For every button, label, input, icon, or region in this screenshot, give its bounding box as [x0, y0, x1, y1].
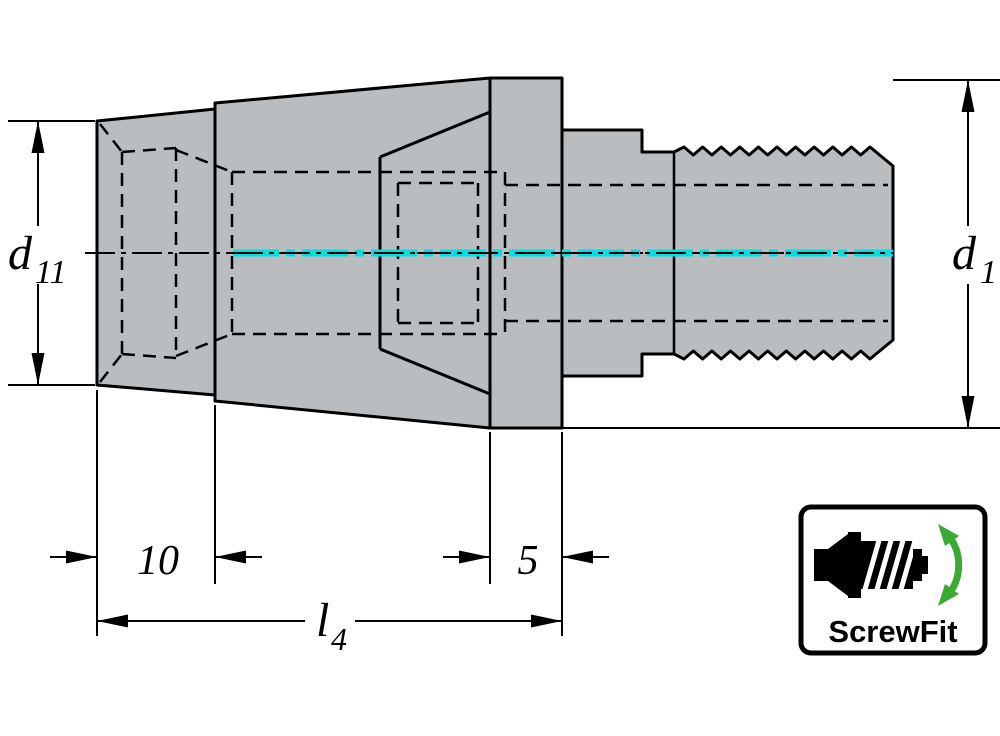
d11-arrow-down: [31, 353, 45, 385]
l4-arrow-left: [97, 614, 128, 628]
l4-label-subscript: 4: [331, 621, 347, 657]
icon-disk: [848, 532, 861, 598]
bore-corner-top: [99, 123, 123, 153]
l4-arrow-right: [531, 614, 562, 628]
dimension-d11: d 11: [8, 120, 95, 386]
dimension-d1: d 1: [562, 79, 1000, 429]
d1-arrow-down: [961, 396, 975, 428]
hidden-bore-lines: [99, 123, 888, 383]
bore-corner-bottom: [99, 353, 123, 383]
rotation-arrow-head-bottom: [938, 584, 959, 606]
icon-nose-tip: [922, 556, 928, 574]
icon-nose: [913, 549, 922, 581]
inner-cone-top: [379, 110, 491, 159]
bore-transition-bottom: [175, 332, 233, 358]
inner-cone-bottom: [379, 347, 491, 396]
d1-arrow-up: [961, 80, 975, 112]
dim10-arrow-left: [66, 550, 97, 564]
bore-taper-top: [121, 146, 177, 154]
icon-stub: [814, 549, 828, 581]
d11-label-symbol: d: [8, 227, 33, 280]
icon-thread-stripe: [886, 541, 906, 589]
badge-label: ScrewFit: [828, 614, 957, 649]
d1-label-symbol: d: [952, 227, 977, 280]
dim10-arrow-right: [215, 550, 246, 564]
icon-thread-stripe: [862, 541, 882, 589]
dim5-arrow-left: [459, 550, 490, 564]
dimension-l4: l 4: [97, 594, 562, 657]
bottom-extension-lines: [96, 390, 563, 636]
icon-cone: [828, 534, 848, 596]
d1-label-subscript: 1: [980, 254, 997, 291]
dim5-label: 5: [518, 538, 539, 584]
rotation-arrow-head-top: [938, 524, 959, 546]
dim5-arrow-right: [562, 550, 593, 564]
bore-transition-top: [175, 148, 233, 174]
dim10-label: 10: [137, 538, 179, 584]
screwfit-coupling-icon: [814, 532, 928, 598]
dimension-5: 5: [443, 538, 609, 584]
d11-label-subscript: 11: [35, 254, 66, 291]
bore-taper-bottom: [121, 352, 177, 360]
icon-thread-stripe: [874, 541, 894, 589]
screwfit-badge: ScrewFit: [798, 504, 988, 656]
dimension-10: 10: [50, 538, 262, 584]
rotation-arrow-icon: [938, 524, 963, 606]
icon-thread-stripe: [898, 541, 913, 589]
l4-label-symbol: l: [316, 594, 329, 647]
d11-arrow-up: [31, 121, 45, 153]
